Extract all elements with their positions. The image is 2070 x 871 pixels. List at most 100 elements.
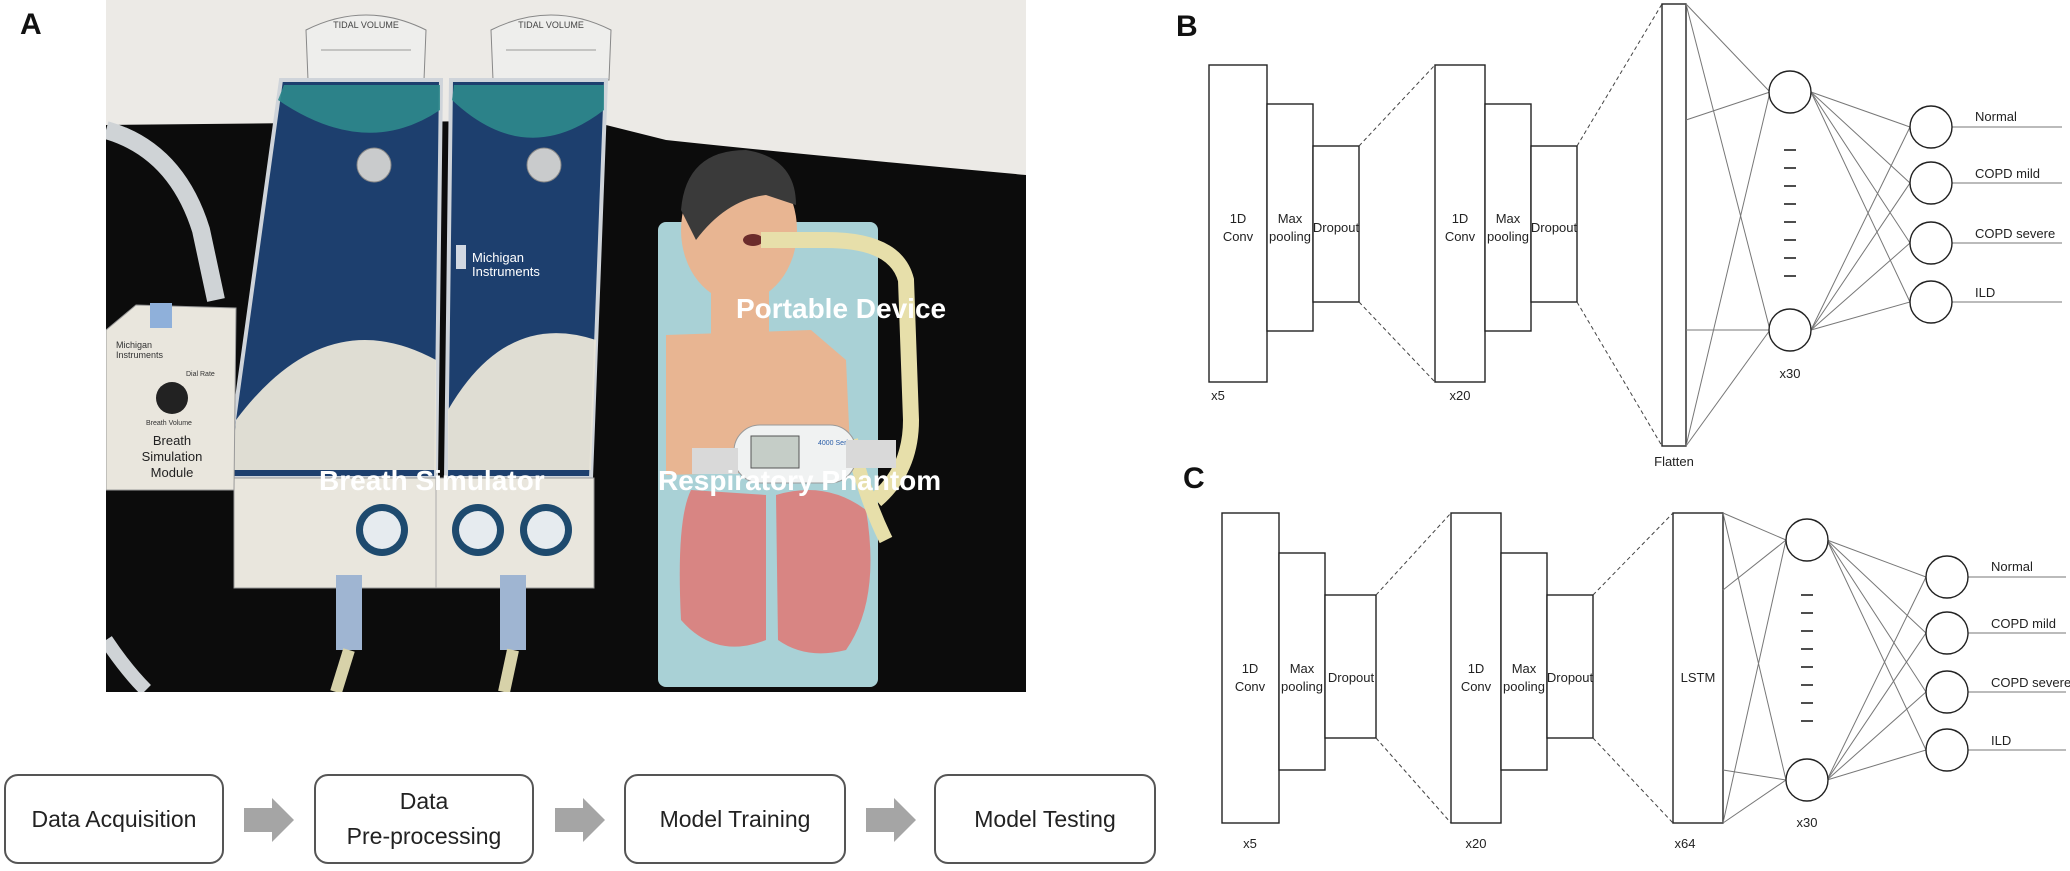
dense-connections — [1685, 3, 2062, 447]
hidden-node-top — [1785, 518, 1829, 562]
workflow-pipeline: Data Acquisition Data Pre-processing Mod… — [0, 770, 1160, 870]
pool-label-1a: Max — [1290, 661, 1315, 676]
step-model-training: Model Training — [624, 774, 846, 864]
output-label-copd-severe: COPD severe — [1975, 226, 2055, 241]
pool-label-1b: pooling — [1269, 229, 1311, 244]
pool-layer-1 — [1266, 103, 1314, 332]
dropout-layer-1 — [1324, 594, 1377, 739]
output-node-ild — [1909, 280, 1953, 324]
pool-label-2b: pooling — [1487, 229, 1529, 244]
arrow-icon — [555, 798, 605, 842]
output-node-copd-mild — [1909, 161, 1953, 205]
hidden-mult-label: x30 — [1797, 815, 1818, 830]
setup-photo: TIDAL VOLUME TIDAL VOLUME Michigan Instr… — [100, 0, 1026, 695]
label-portable-device: Portable Device — [736, 293, 946, 324]
pool-label-1b: pooling — [1281, 679, 1323, 694]
output-label-normal: Normal — [1991, 559, 2033, 574]
ellipsis-dashes — [1784, 149, 1796, 277]
output-label-copd-mild: COPD mild — [1991, 616, 2056, 631]
pool-label-2a: Max — [1512, 661, 1537, 676]
dropout-label-2: Dropout — [1547, 670, 1594, 685]
lstm-layer — [1672, 512, 1724, 824]
connector-lines — [1358, 3, 1663, 447]
hidden-node-top — [1768, 70, 1812, 114]
step-label: Model Training — [659, 805, 811, 832]
panel-label-c: C — [1183, 462, 1205, 495]
hose — [103, 121, 225, 302]
hose-bottom — [100, 636, 151, 695]
module-knob-text: Breath Volume — [146, 420, 192, 427]
step-data-preprocessing: Data Pre-processing — [314, 774, 534, 864]
brand-text-line2: Instruments — [472, 264, 540, 279]
conv-label-1b: Conv — [1235, 679, 1266, 694]
model-b-diagram: 1D Conv Max pooling Dropout x5 1D Conv M… — [1208, 3, 2062, 469]
tidal-volume-cards: TIDAL VOLUME TIDAL VOLUME — [305, 14, 612, 81]
dropout-label-1: Dropout — [1328, 670, 1375, 685]
output-node-ild — [1925, 728, 1969, 772]
conv-layer-2 — [1434, 64, 1486, 383]
lstm-mult-label: x64 — [1675, 836, 1696, 851]
flatten-label: Flatten — [1654, 454, 1694, 469]
pool-label-2a: Max — [1496, 211, 1521, 226]
pool-layer-2 — [1500, 552, 1548, 771]
label-respiratory-phantom: Respiratory Phantom — [658, 465, 941, 496]
breath-simulator: Michigan Instruments — [223, 78, 609, 694]
dropout-layer-2 — [1530, 145, 1578, 303]
arrow-icon — [244, 798, 294, 842]
hidden-node-bottom — [1768, 308, 1812, 352]
output-node-copd-severe — [1909, 221, 1953, 265]
panel-label-b: B — [1176, 10, 1198, 43]
output-node-normal — [1925, 555, 1969, 599]
module-text-line2: Simulation — [142, 449, 203, 464]
output-node-copd-mild — [1925, 611, 1969, 655]
output-node-copd-severe — [1925, 670, 1969, 714]
step-label: Data Acquisition — [31, 805, 197, 832]
panel-label-a: A — [20, 8, 42, 41]
flatten-layer — [1661, 3, 1687, 447]
brand-text-line1: Michigan — [472, 250, 524, 265]
output-node-normal — [1909, 105, 1953, 149]
lstm-label: LSTM — [1681, 670, 1716, 685]
device-series-text: 4000 Series — [818, 440, 856, 447]
conv-label-1a: 1D — [1242, 661, 1259, 676]
setup-photo-illustration: TIDAL VOLUME TIDAL VOLUME Michigan Instr… — [100, 0, 1026, 695]
conv-label-2a: 1D — [1468, 661, 1485, 676]
conv-label-2a: 1D — [1452, 211, 1469, 226]
conv-label-2b: Conv — [1445, 229, 1476, 244]
module-top-text2: Instruments — [116, 350, 164, 360]
dense-connections — [1722, 512, 2066, 824]
hidden-node-bottom — [1785, 758, 1829, 802]
output-label-ild: ILD — [1991, 733, 2011, 748]
module-top-text1: Michigan — [116, 340, 152, 350]
step-label-line2: Pre-processing — [346, 823, 502, 849]
step-label: Model Testing — [974, 805, 1116, 832]
dropout-layer-1 — [1312, 145, 1360, 303]
conv-layer-2 — [1450, 512, 1502, 824]
model-c-diagram: 1D Conv Max pooling Dropout x5 1D Conv M… — [1221, 512, 2070, 851]
output-label-ild: ILD — [1975, 285, 1995, 300]
mult-label-2: x20 — [1466, 836, 1487, 851]
dial-card-text-2: TIDAL VOLUME — [518, 20, 584, 30]
mult-label-2: x20 — [1450, 388, 1471, 403]
dropout-label-2: Dropout — [1531, 220, 1578, 235]
output-label-copd-mild: COPD mild — [1975, 166, 2040, 181]
dropout-layer-2 — [1546, 594, 1594, 739]
label-breath-simulator: Breath Simulator — [319, 465, 545, 496]
hidden-mult-label: x30 — [1780, 366, 1801, 381]
arrow-icon — [866, 798, 916, 842]
output-label-normal: Normal — [1975, 109, 2017, 124]
connector-lines — [1375, 512, 1674, 824]
dial-card-text-1: TIDAL VOLUME — [333, 20, 399, 30]
portable-device: 4000 Series — [692, 424, 896, 484]
conv-label-2b: Conv — [1461, 679, 1492, 694]
step-data-acquisition: Data Acquisition — [4, 774, 224, 864]
ellipsis-dashes — [1801, 594, 1813, 722]
conv-layer-1 — [1208, 64, 1268, 383]
breath-simulation-module: Michigan Instruments Dial Rate Breath Vo… — [105, 303, 237, 491]
step-model-testing: Model Testing — [934, 774, 1156, 864]
output-label-copd-severe: COPD severe — [1991, 675, 2070, 690]
module-text-line1: Breath — [153, 433, 191, 448]
conv-layer-1 — [1221, 512, 1280, 824]
respiratory-phantom: 4000 Series — [666, 150, 920, 654]
mult-label-1: x5 — [1243, 836, 1257, 851]
